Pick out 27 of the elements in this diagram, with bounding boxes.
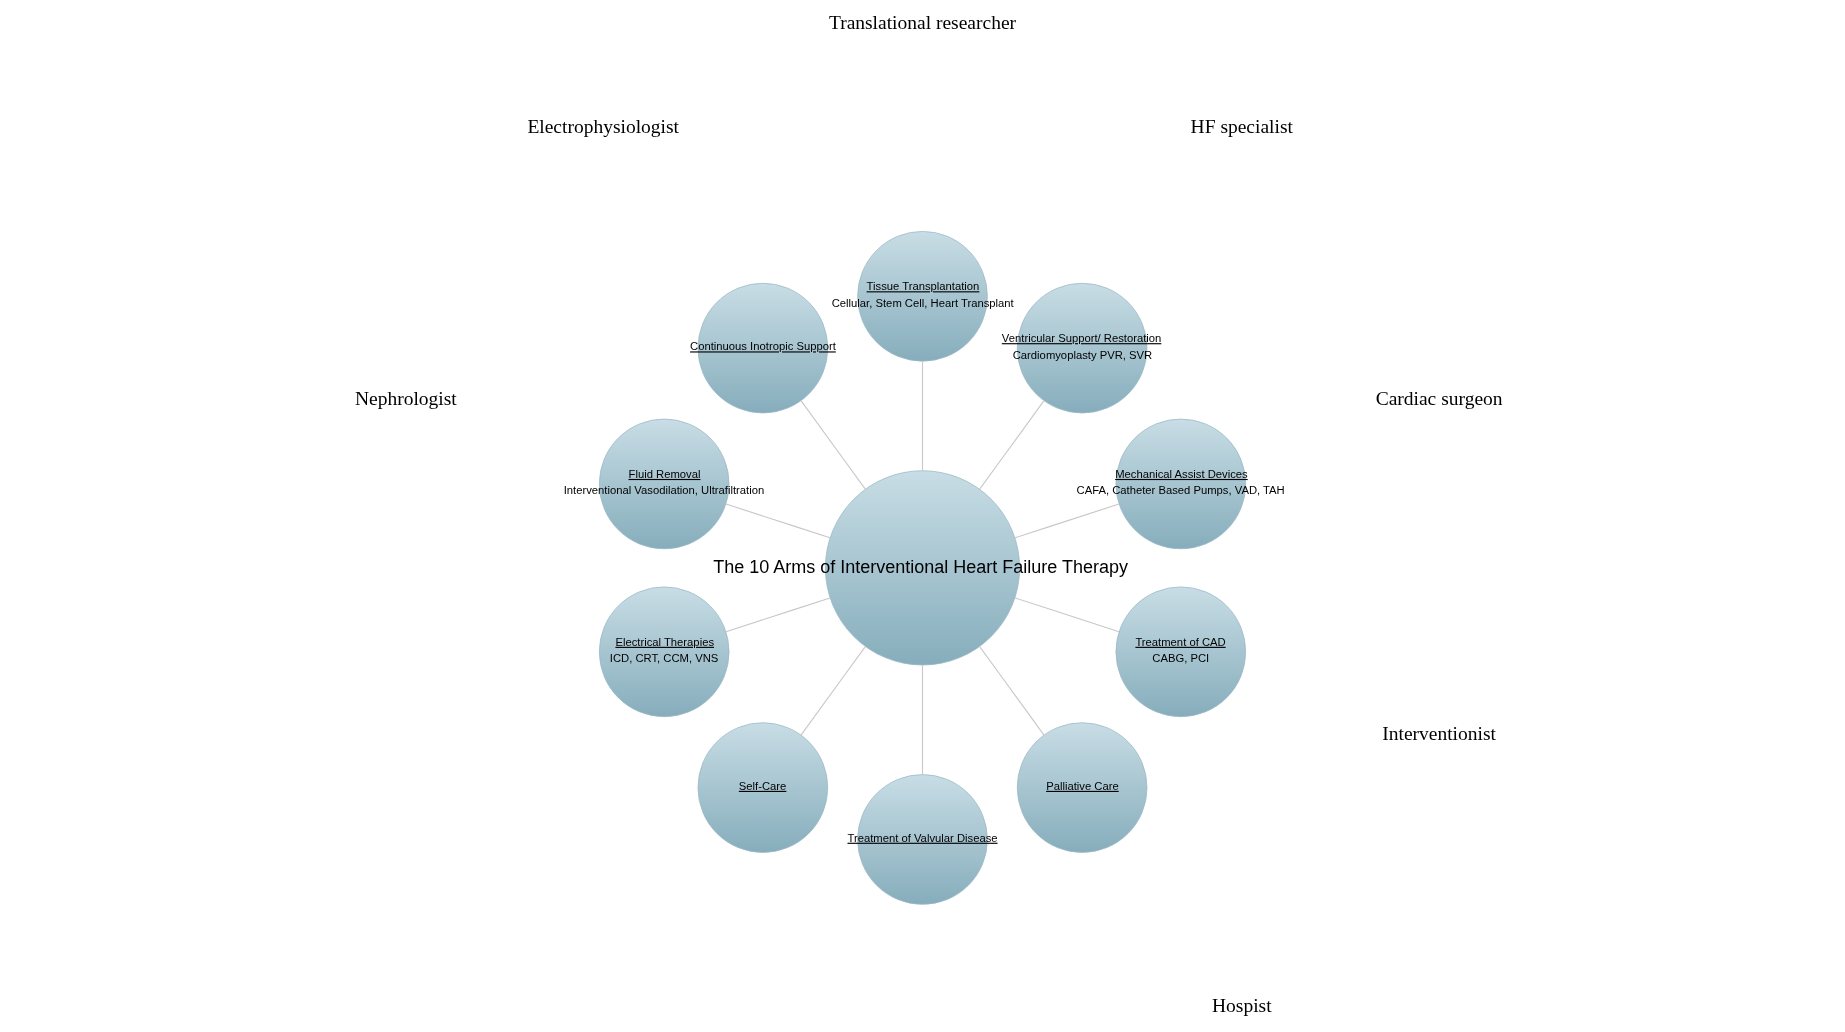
connector (921, 664, 924, 776)
label: Cardiac surgeon (1375, 387, 1503, 409)
connector (1014, 597, 1120, 633)
connector (921, 360, 924, 472)
label: Hospist (1211, 995, 1272, 1017)
node-label: Ventricular Support/ Restoration (1001, 332, 1162, 345)
node-circle: Electrical Therapies ICD, CRT, CCM, VNS (598, 586, 730, 718)
label: Nephrologist (354, 387, 457, 409)
connector (725, 597, 831, 633)
node-label: The 10 Arms of Interventional Heart Failure Therapy (713, 556, 1129, 577)
connector (800, 646, 866, 736)
node-label: CAFA, Catheter Based Pumps, VAD, TAH (1076, 484, 1285, 497)
connector (979, 646, 1045, 736)
label: Electrophysiologist (527, 116, 680, 138)
label: Translational researcher (828, 12, 1017, 34)
label: Interventionist (1382, 723, 1496, 745)
connector (725, 503, 831, 539)
node-label: Cellular, Stem Cell, Heart Transplant (831, 296, 1014, 309)
connector (1014, 503, 1120, 539)
connector (979, 400, 1045, 490)
node-label: Treatment of Valvular Disease (847, 831, 998, 844)
node-circle: Self-Care (697, 722, 829, 853)
label: HF specialist (1190, 116, 1293, 138)
connector (800, 400, 866, 490)
node-label: Interventional Vasodilation, Ultrafiltration (563, 484, 765, 497)
node-circle: Treatment of CAD CABG, PCI (1115, 586, 1247, 718)
node-circle: Palliative Care (1016, 722, 1148, 853)
